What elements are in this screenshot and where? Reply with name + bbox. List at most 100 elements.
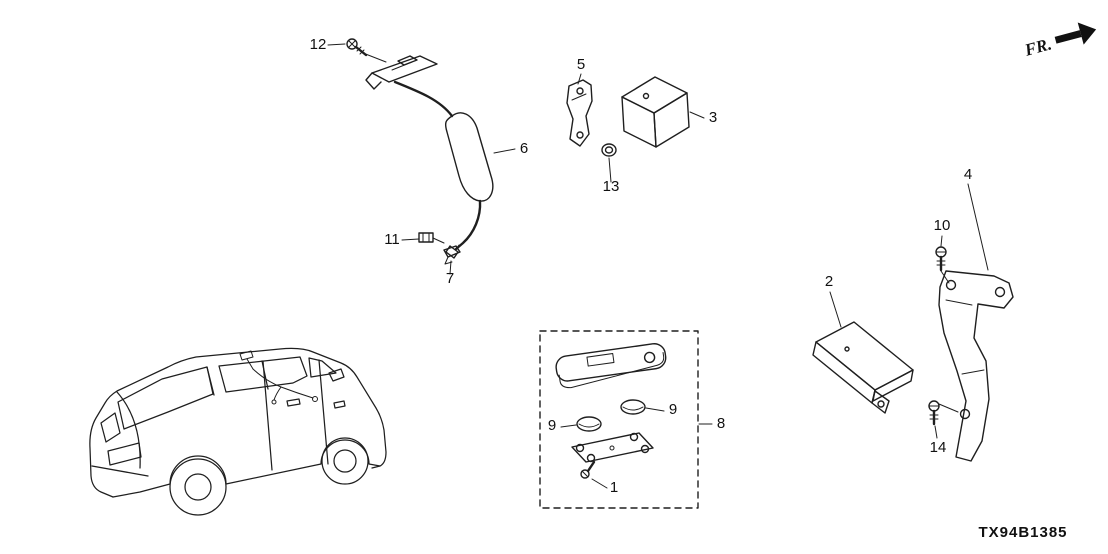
- part-2-module-box: [812, 321, 914, 414]
- part-label-7: 7: [446, 270, 454, 287]
- box-top-detail: [642, 92, 650, 100]
- front-wheel: [321, 437, 369, 485]
- leader-line-9-right: [645, 407, 665, 412]
- leader-line-9-left: [560, 424, 577, 428]
- box-right-edge: [872, 369, 914, 402]
- car-rocker-line: [112, 439, 381, 498]
- front-wheel-hub: [333, 449, 357, 473]
- part-label-2: 2: [825, 273, 833, 290]
- clip-body: [418, 232, 434, 243]
- leader-line-7: [449, 260, 452, 275]
- box-right-face: [653, 92, 690, 148]
- door-handle-front: [333, 400, 346, 409]
- part-11-clip: [418, 232, 445, 244]
- leader-line-2: [829, 291, 842, 328]
- part-7-clip: [443, 244, 461, 265]
- rear-wheel-hub: [184, 473, 212, 501]
- part-14-bolt: [928, 400, 959, 426]
- box-left-face: [812, 341, 876, 404]
- plate-screw: [575, 443, 585, 453]
- door-handle-rear: [286, 398, 301, 407]
- antenna-cable-upper: [393, 80, 454, 118]
- screw-shaft: [586, 460, 596, 473]
- side-window: [218, 356, 308, 393]
- part-6-antenna-assembly: [365, 55, 494, 259]
- part-label-14: 14: [930, 439, 947, 456]
- leader-line-11: [401, 238, 420, 241]
- leader-line-4: [967, 183, 989, 271]
- bracket-outline: [938, 270, 1014, 462]
- part-label-9-left: 9: [548, 417, 556, 434]
- box-top-face: [621, 76, 688, 114]
- kit-base-plate: [571, 432, 654, 463]
- antenna-base-plate: [371, 55, 438, 83]
- plate-screw: [640, 444, 650, 454]
- part-13-grommet: [601, 143, 617, 157]
- leader-line-1: [591, 478, 608, 489]
- antenna-cable-lower: [454, 199, 482, 251]
- receiver-front-edge: [558, 352, 665, 389]
- part-label-6: 6: [520, 140, 528, 157]
- part-label-12: 12: [310, 36, 327, 53]
- kit-dashed-box: [539, 330, 699, 509]
- bracket-hole: [994, 286, 1006, 298]
- part-label-10: 10: [934, 217, 951, 234]
- antenna-base-tab: [365, 72, 382, 90]
- diagram-code: TX94B1385: [978, 524, 1067, 541]
- part-8-kit-group: [539, 330, 699, 509]
- leader-line-3: [689, 111, 705, 119]
- part-label-1: 1: [610, 479, 618, 496]
- grommet-inner: [604, 146, 614, 154]
- part-4-bracket: [938, 270, 1014, 462]
- bracket-hole: [959, 408, 971, 420]
- front-door-seam: [318, 359, 329, 465]
- leader-line-13: [608, 157, 612, 183]
- plate-screw: [586, 453, 596, 463]
- box-top-face: [815, 321, 914, 391]
- plate-detail: [609, 445, 615, 451]
- part-label-3: 3: [709, 109, 717, 126]
- rear-bumper-crease: [91, 465, 149, 477]
- part-label-9-right: 9: [669, 401, 677, 418]
- rear-door-seam: [262, 360, 273, 471]
- side-mirror: [328, 368, 345, 382]
- bolt-attach-line: [938, 403, 959, 413]
- rear-window: [117, 366, 214, 430]
- box-left-face: [621, 96, 657, 148]
- flange-hole: [877, 400, 885, 408]
- grommet-outer: [601, 143, 617, 157]
- leader-line-6: [493, 148, 516, 154]
- vehicle-outline: [89, 347, 387, 516]
- fr-direction-marker: FR.: [1022, 22, 1097, 60]
- antenna-cable-connector: [445, 245, 459, 259]
- part-labels: 12 6 11 7 5 3 13 4 10 2 14 8 9 9 1: [310, 36, 973, 496]
- part-9-grommet-left: [576, 416, 602, 432]
- part-label-5: 5: [577, 56, 585, 73]
- part-label-8: 8: [717, 415, 725, 432]
- front-quarter-window: [308, 357, 337, 378]
- plate-outline: [571, 432, 654, 463]
- clip-attach-line: [432, 237, 445, 244]
- fr-arrow-icon: [1054, 30, 1082, 44]
- plate-screw: [629, 432, 639, 442]
- part-label-11: 11: [384, 231, 400, 248]
- taillight: [100, 412, 121, 443]
- part-3-module-box: [621, 76, 690, 148]
- leader-line-12: [327, 43, 346, 46]
- screw-head: [580, 469, 590, 479]
- antenna-base-riser: [397, 55, 418, 66]
- leader-line-10: [940, 235, 943, 247]
- part-10-bolt: [935, 246, 950, 284]
- fr-arrow-head-icon: [1077, 22, 1097, 45]
- receiver-detail: [586, 353, 615, 367]
- c-pillar-seam: [206, 366, 215, 396]
- part-1-screw: [580, 460, 596, 479]
- part-12-screw: [346, 38, 387, 63]
- hatch-seam: [116, 391, 141, 469]
- box-top-detail: [844, 346, 850, 352]
- antenna-mast: [444, 112, 494, 202]
- rear-wheel: [169, 458, 227, 516]
- clip-body: [443, 245, 461, 258]
